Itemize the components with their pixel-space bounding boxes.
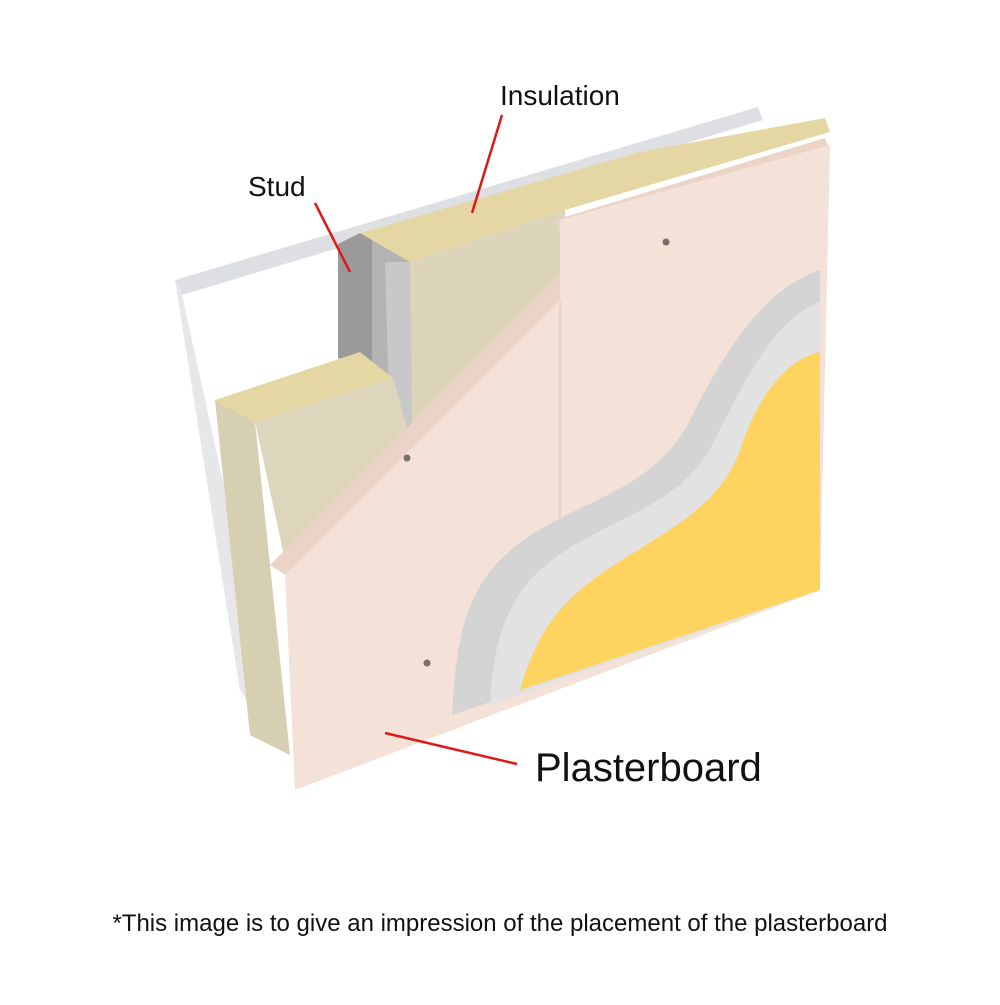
screw-point (662, 238, 670, 246)
footnote-text: *This image is to give an impression of … (112, 910, 888, 937)
plasterboard-leader-line (384, 731, 518, 766)
screw-point (423, 659, 431, 667)
insulation-leader-line (470, 114, 504, 214)
screw-point (403, 454, 411, 462)
stud-label: Stud (248, 171, 306, 202)
back-board (175, 107, 763, 295)
stud-leader-line (313, 202, 352, 273)
paint-layer (520, 352, 820, 690)
insulation-block-front (255, 378, 410, 560)
stud-web (338, 233, 372, 375)
insulation-block-side (215, 400, 290, 755)
insulation-label: Insulation (500, 80, 620, 111)
plasterboard-edge (270, 275, 565, 575)
insulation-block-top (215, 352, 393, 422)
plasterboard-label: Plasterboard (535, 746, 762, 790)
insulation-top-face (360, 118, 830, 262)
